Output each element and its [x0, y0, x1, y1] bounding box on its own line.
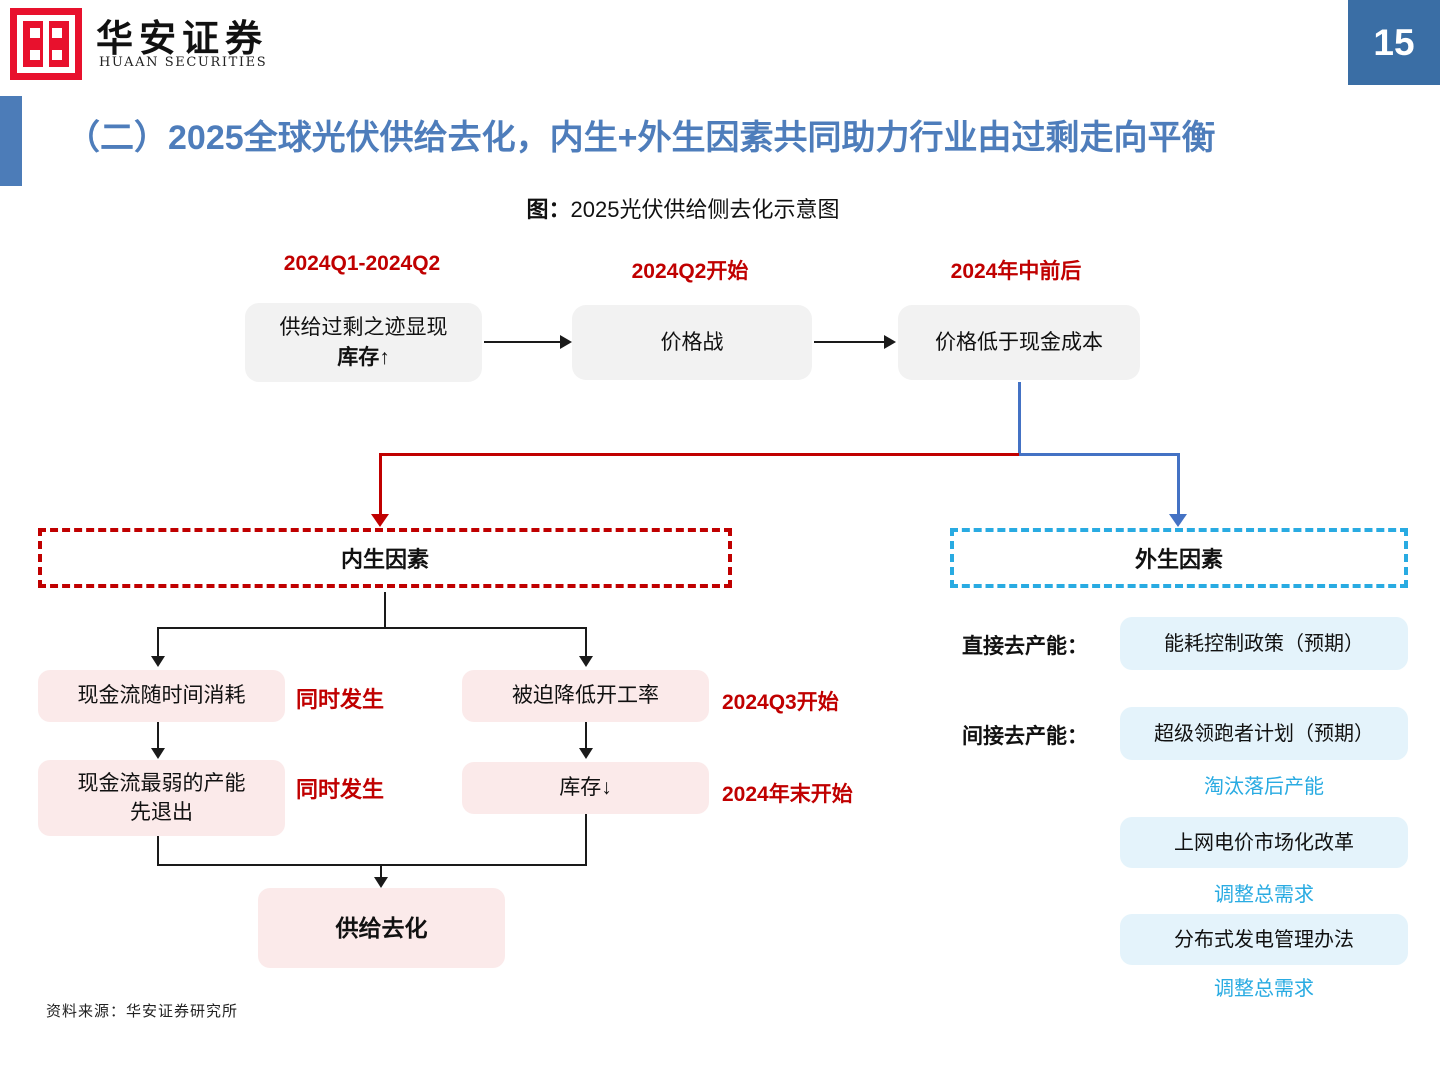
- box-energy-policy: 能耗控制政策（预期）: [1120, 617, 1408, 670]
- arrow-head-stage1-2-icon: [560, 335, 572, 349]
- converge-right-line: [585, 814, 587, 866]
- label-indirect-capacity-cut: 间接去产能：: [962, 725, 1088, 748]
- arrow-line-stage1-2: [484, 341, 560, 343]
- note-adjust-demand-1: 调整总需求: [1214, 884, 1314, 906]
- box-supply-cut: 供给去化: [258, 888, 505, 968]
- converge-horizontal-line: [157, 864, 587, 866]
- figure-caption-prefix: 图：: [526, 197, 571, 222]
- arrow-head-external-icon: [1169, 514, 1187, 527]
- connector-red-horizontal: [379, 453, 1020, 456]
- flow-box-oversupply: 供给过剩之迹显现 库存↑: [245, 303, 482, 382]
- page-number: 15: [1348, 0, 1440, 85]
- flow-box-price-war: 价格战: [572, 305, 812, 380]
- title-accent-bar: [0, 96, 22, 186]
- connector-blue-horizontal: [1019, 453, 1180, 456]
- label-direct-capacity-cut: 直接去产能：: [962, 635, 1088, 658]
- flow-box-below-cash-cost: 价格低于现金成本: [898, 305, 1140, 380]
- arrow-head-cash-drain-icon: [151, 656, 165, 667]
- converge-center-line: [380, 864, 382, 879]
- flow-box-oversupply-line1: 供给过剩之迹显现: [279, 316, 448, 340]
- time-label-stage1: 2024Q1-2024Q2: [283, 252, 441, 275]
- connector-blue-stem: [1018, 382, 1021, 455]
- flow-box-oversupply-line2: 库存↑: [337, 345, 390, 369]
- connector-red-vertical: [379, 453, 382, 516]
- converge-left-line: [157, 836, 159, 866]
- box-inventory-down: 库存↓: [462, 762, 709, 814]
- arrow-head-stage2-3-icon: [884, 335, 896, 349]
- box-cut-utilization: 被迫降低开工率: [462, 670, 709, 722]
- external-factor-box: 外生因素: [950, 528, 1408, 588]
- time-label-stage3: 2024年中前后: [950, 260, 1082, 283]
- internal-factor-box: 内生因素: [38, 528, 732, 588]
- arrow-line-cash-exit: [157, 722, 159, 750]
- box-grid-price-reform: 上网电价市场化改革: [1120, 817, 1408, 868]
- note-simultaneous-1: 同时发生: [296, 687, 385, 712]
- arrow-line-inventory: [585, 722, 587, 750]
- note-simultaneous-2: 同时发生: [296, 777, 385, 802]
- note-yearend: 2024年末开始: [722, 783, 853, 806]
- note-eliminate-backward-capacity: 淘汰落后产能: [1204, 776, 1324, 798]
- slide-title: （二）2025全球光伏供给去化，内生+外生因素共同助力行业由过剩走向平衡: [66, 119, 1216, 157]
- brand-name-cn: 华安证券: [96, 16, 268, 60]
- arrow-head-internal-icon: [371, 514, 389, 527]
- box-distributed-generation-rules: 分布式发电管理办法: [1120, 914, 1408, 965]
- arrow-head-cut-utilization-icon: [579, 656, 593, 667]
- internal-split-line: [157, 627, 587, 629]
- internal-left-drop-line: [157, 627, 159, 658]
- box-weakest-exit: 现金流最弱的产能 先退出: [38, 760, 285, 836]
- internal-right-drop-line: [585, 627, 587, 658]
- arrow-head-inventory-icon: [579, 748, 593, 759]
- arrow-head-cash-exit-icon: [151, 748, 165, 759]
- internal-stem-line: [384, 592, 386, 628]
- note-2024q3: 2024Q3开始: [722, 691, 839, 714]
- brand-name-en: HUAAN SECURITIES: [99, 55, 268, 70]
- box-weakest-exit-line1: 现金流最弱的产能: [77, 771, 246, 795]
- arrow-head-supply-cut-icon: [374, 877, 388, 888]
- time-label-stage2: 2024Q2开始: [631, 260, 749, 283]
- box-frontrunner-program: 超级领跑者计划（预期）: [1120, 707, 1408, 760]
- source-note: 资料来源：华安证券研究所: [46, 1003, 239, 1020]
- connector-blue-vertical: [1177, 453, 1180, 516]
- box-cash-drain: 现金流随时间消耗: [38, 670, 285, 722]
- box-weakest-exit-line2: 先退出: [130, 801, 193, 824]
- arrow-line-stage2-3: [814, 341, 884, 343]
- figure-caption-text: 2025光伏供给侧去化示意图: [570, 197, 840, 222]
- figure-caption: 图：2025光伏供给侧去化示意图: [0, 192, 1366, 224]
- huaan-logo-icon: [10, 8, 82, 80]
- note-adjust-demand-2: 调整总需求: [1214, 978, 1314, 1000]
